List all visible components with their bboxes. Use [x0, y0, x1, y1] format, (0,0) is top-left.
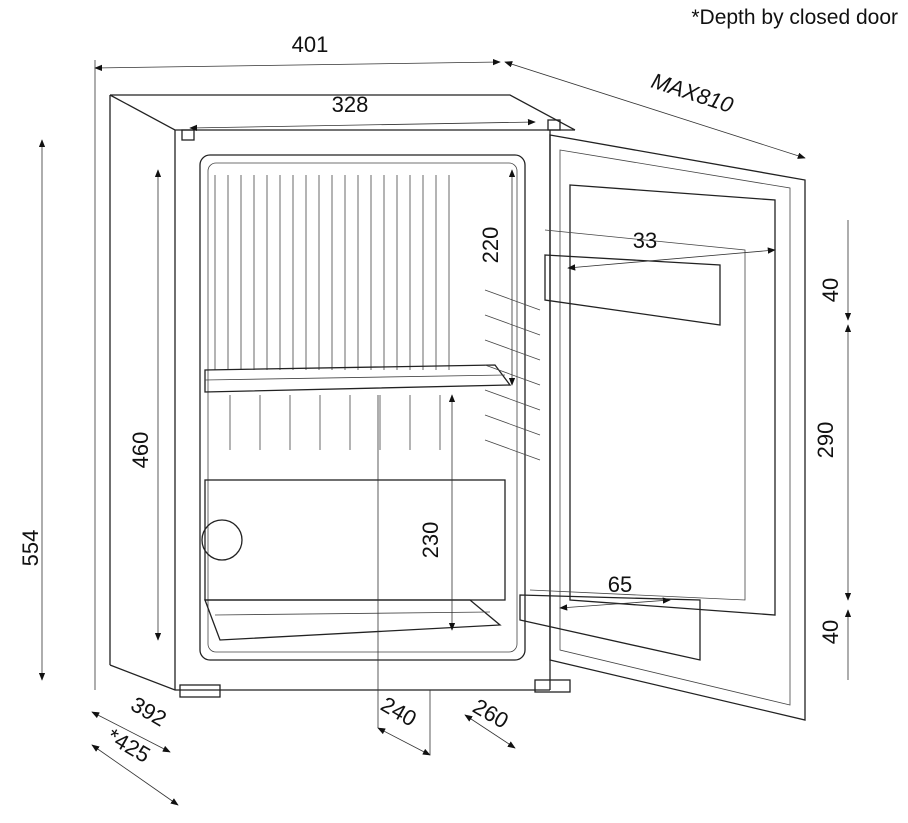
dim-lower-compartment: 230 [418, 522, 443, 559]
dim-depth-closed: *425 [103, 723, 155, 767]
depth-note: *Depth by closed door [691, 6, 898, 29]
door [519, 134, 806, 721]
dim-door-shelf-bottom-height: 40 [818, 620, 843, 644]
dim-width-inner: 328 [332, 92, 369, 117]
thermostat-knob [201, 519, 243, 561]
dim-shelf-depth: 240 [377, 691, 421, 731]
crisper-compartment [204, 479, 506, 601]
wire-shelf-lower [204, 599, 502, 641]
dim-depth-door-open: MAX810 [648, 68, 737, 118]
wire-shelf-upper [204, 364, 512, 393]
dimension-lines [38, 58, 852, 806]
evaporator-fins [214, 175, 450, 450]
dim-door-shelf-bottom-depth: 65 [608, 572, 632, 597]
dim-door-shelf-top-height: 40 [818, 278, 843, 302]
dim-depth-body: 392 [127, 691, 171, 731]
dim-upper-compartment: 220 [478, 227, 503, 264]
dim-inner-height: 460 [128, 432, 153, 469]
door-shelf-top [544, 254, 721, 326]
dim-shelf-depth-lower: 260 [469, 693, 513, 733]
cabinet-outline [109, 94, 576, 698]
dim-outer-height: 554 [18, 530, 43, 567]
dim-door-mid-height: 290 [813, 422, 838, 459]
dim-door-shelf-top-depth: 33 [633, 228, 657, 253]
dim-width-outer: 401 [292, 32, 329, 57]
